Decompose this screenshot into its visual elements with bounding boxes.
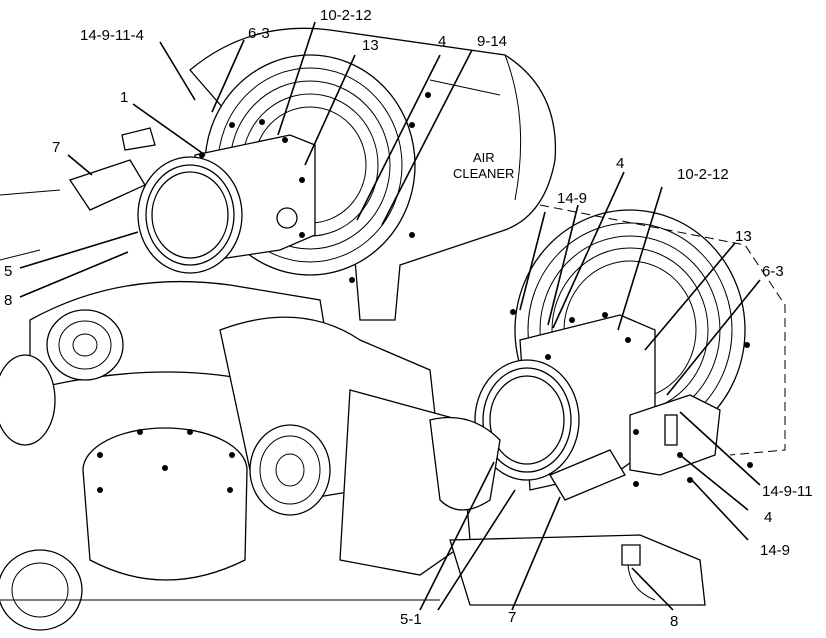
callout-8-left: 8 [4,292,12,309]
callout-13-top: 13 [362,37,379,54]
callout-14-9-right-bottom: 14-9 [760,542,790,559]
callout-5: 5 [4,263,12,280]
callout-4-top: 4 [438,33,446,50]
right-filter [474,309,753,501]
leader-lines [19,21,761,611]
callout-9-14: 9-14 [477,33,507,50]
callout-14-9-11: 14-9-11 [762,483,813,500]
air-cleaner-line-1: AIR [473,150,495,165]
callout-13-right: 13 [735,228,752,245]
air-cleaner-line-2: CLEANER [453,166,514,181]
upper-left-filter [68,119,316,274]
callout-10-2-12-right: 10-2-12 [677,166,729,183]
callout-7-left: 7 [52,139,60,156]
callout-10-2-12-top: 10-2-12 [320,7,372,24]
callout-6-3-right: 6-3 [762,263,784,280]
callout-14-9-11-4: 14-9-11-4 [80,27,144,44]
callout-7-bottom: 7 [508,609,516,626]
callout-4-right: 4 [616,155,624,172]
callout-1: 1 [120,89,128,106]
callout-8-bottom: 8 [670,613,678,630]
callout-14-9-right-top: 14-9 [557,190,587,207]
engine-lower-left [0,189,706,631]
callout-5-1: 5-1 [400,611,422,628]
callout-6-3-top: 6-3 [248,25,270,42]
callout-4-right-lower: 4 [764,509,772,526]
